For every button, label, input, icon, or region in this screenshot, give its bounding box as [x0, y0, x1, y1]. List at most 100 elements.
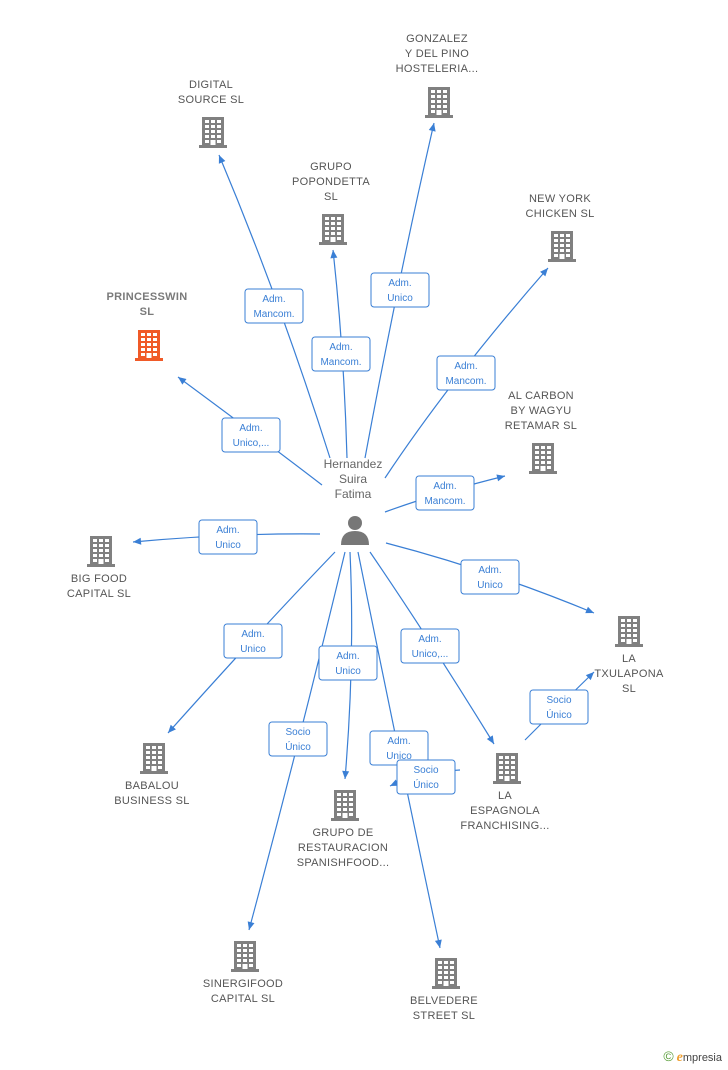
edge-label-text: Unico	[335, 666, 361, 677]
building-window	[621, 619, 625, 622]
company-name-line: AL CARBON	[508, 390, 574, 402]
edge-label-box[interactable]: Adm.Mancom.	[415, 475, 475, 511]
building-window	[99, 554, 103, 557]
edge-label-box[interactable]: Adm.Mancom.	[436, 355, 496, 391]
building-window	[337, 813, 341, 816]
edge-label-text: Adm.	[262, 294, 285, 305]
building-window	[152, 761, 156, 764]
edge-label-box[interactable]: Adm.Unico,...	[221, 417, 281, 453]
building-window	[337, 798, 341, 801]
building-window	[105, 539, 109, 542]
building-window	[547, 451, 551, 454]
edge-label-box[interactable]: Adm.Mancom.	[311, 336, 371, 372]
person-name-line: Hernandez	[324, 457, 383, 471]
building-door	[540, 466, 546, 471]
edge-label-text: Adm.	[388, 278, 411, 289]
company-node-restauracion[interactable]: GRUPO DERESTAURACIONSPANISHFOOD...	[297, 790, 390, 869]
building-base	[231, 969, 259, 972]
building-window	[243, 949, 247, 952]
building-window	[437, 90, 441, 93]
edge-label-text: Unico,...	[233, 438, 270, 449]
building-window	[211, 135, 215, 138]
edge-label-box[interactable]: Adm.Mancom.	[244, 288, 304, 324]
building-base	[425, 115, 453, 118]
edge-arrowhead	[496, 474, 505, 482]
building-door	[151, 766, 157, 771]
edge-labels-layer: Adm.UnicoAdm.Mancom.Adm.Mancom.Adm.Manco…	[198, 272, 589, 795]
edge-label-box[interactable]: Adm.Unico	[318, 645, 378, 681]
edge-arrowhead	[585, 672, 594, 681]
building-icon	[87, 536, 115, 567]
building-window	[217, 140, 221, 143]
edge-label-text: Mancom.	[320, 357, 361, 368]
building-window	[511, 766, 515, 769]
edge-label-box[interactable]: Adm. Unico	[370, 272, 430, 308]
building-window	[431, 110, 435, 113]
footer-brand[interactable]: ©empresia	[663, 1048, 722, 1066]
building-window	[511, 761, 515, 764]
building-window	[205, 125, 209, 128]
building-window	[147, 343, 151, 346]
building-icon	[529, 443, 557, 474]
building-icon	[199, 117, 227, 148]
building-window	[325, 232, 329, 235]
building-window	[237, 959, 241, 962]
person-body	[341, 531, 369, 545]
building-window	[325, 227, 329, 230]
building-window	[443, 95, 447, 98]
building-window	[541, 446, 545, 449]
edge-label-frame	[268, 721, 328, 757]
company-name-line: ESPAGNOLA	[470, 805, 540, 817]
brand-initial: e	[676, 1050, 683, 1065]
edge-label-text: Único	[413, 778, 439, 791]
building-icon	[615, 616, 643, 647]
building-window	[535, 466, 539, 469]
building-base	[319, 242, 347, 245]
edge-label-frame	[415, 475, 475, 511]
edge-arrowhead	[342, 770, 350, 779]
building-window	[153, 333, 157, 336]
edge-arrowhead	[585, 606, 594, 614]
building-window	[444, 976, 448, 979]
company-node-espagnola[interactable]: LAESPAGNOLAFRANCHISING...	[460, 753, 549, 832]
edge-label-frame	[318, 645, 378, 681]
building-window	[438, 966, 442, 969]
building-window	[331, 222, 335, 225]
edge-label-box[interactable]: Adm.Unico,...	[400, 628, 460, 664]
building-window	[505, 766, 509, 769]
edge-label-frame	[400, 628, 460, 664]
edge-label-text: Unico	[215, 540, 241, 551]
building-window	[249, 959, 253, 962]
building-window	[633, 624, 637, 627]
edge-label-box[interactable]: Adm.Unico	[460, 559, 520, 595]
building-window	[158, 761, 162, 764]
edge-label-box[interactable]: Adm.Unico	[223, 623, 283, 659]
building-window	[343, 803, 347, 806]
building-base	[432, 986, 460, 989]
building-window	[93, 559, 97, 562]
edge-label-text: Unico	[387, 293, 413, 304]
edge-label-box[interactable]: Adm.Unico	[198, 519, 258, 555]
edge-label-frame	[460, 559, 520, 595]
building-window	[633, 639, 637, 642]
person-head	[348, 516, 362, 530]
building-window	[205, 130, 209, 133]
building-window	[325, 222, 329, 225]
company-name-line: LA	[498, 790, 512, 802]
building-door	[436, 110, 442, 115]
